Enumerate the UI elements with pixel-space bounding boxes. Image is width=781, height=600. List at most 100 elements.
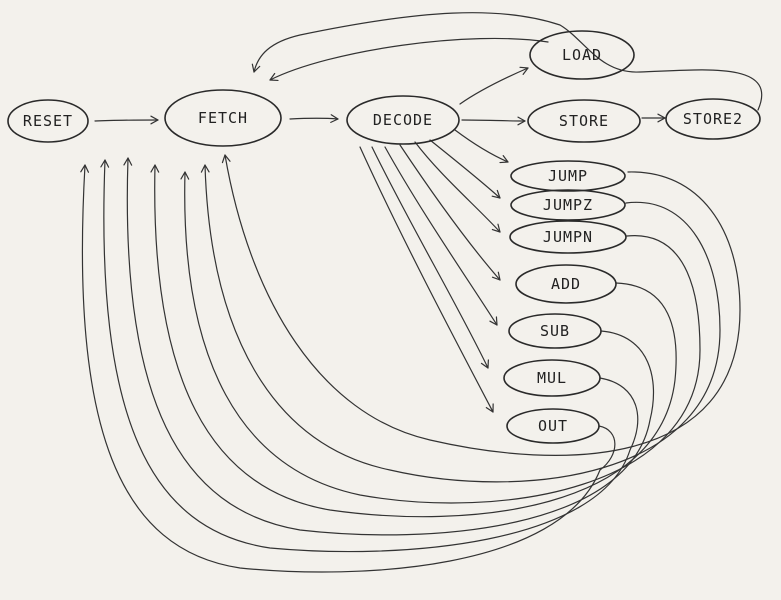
node-ellipse — [527, 99, 641, 143]
node-sub: SUB — [508, 313, 602, 349]
node-reset: RESET — [7, 99, 89, 143]
arrowhead-icon — [123, 157, 133, 166]
edge-jump-to-fetch — [221, 154, 741, 456]
node-label: OUT — [538, 417, 568, 435]
arrowhead-icon — [221, 154, 231, 164]
node-label: ADD — [551, 275, 581, 293]
node-ellipse — [509, 220, 627, 254]
arrowhead-icon — [499, 154, 509, 164]
node-label: FETCH — [198, 109, 248, 127]
edge-decode-to-jumpz — [429, 139, 501, 199]
node-jumpn: JUMPN — [509, 220, 627, 254]
edge-add-to-fetch — [150, 164, 677, 518]
edge-line — [126, 157, 655, 536]
edge-store-to-store2 — [641, 113, 666, 123]
node-label: MUL — [537, 369, 567, 387]
node-ellipse — [346, 95, 460, 145]
edge-line — [454, 129, 509, 163]
edge-line — [81, 164, 616, 573]
edge-store2-to-fetch — [251, 12, 763, 111]
edge-line — [269, 37, 549, 81]
arrowhead-icon — [180, 171, 190, 180]
node-label: STORE — [559, 112, 609, 130]
edge-decode-to-sub — [384, 146, 498, 326]
node-label: JUMPZ — [543, 196, 593, 214]
node-ellipse — [506, 408, 600, 444]
arrowhead-icon — [80, 164, 90, 173]
arrowhead-icon — [100, 159, 110, 168]
node-label: STORE2 — [683, 110, 743, 128]
node-store2: STORE2 — [665, 98, 761, 140]
node-ellipse — [529, 30, 635, 80]
edge-decode-to-store — [461, 116, 526, 126]
arrowhead-icon — [480, 359, 489, 369]
node-ellipse — [7, 99, 89, 143]
node-jumpz: JUMPZ — [510, 189, 626, 221]
node-label: JUMPN — [543, 228, 593, 246]
node-ellipse — [510, 160, 626, 192]
node-mul: MUL — [503, 359, 601, 397]
arrowhead-icon — [491, 223, 501, 233]
edge-jumpz-to-fetch — [200, 164, 721, 483]
arrowhead-icon — [489, 316, 498, 326]
node-jump: JUMP — [510, 160, 626, 192]
edge-line — [224, 154, 741, 456]
edge-mul-to-fetch — [100, 159, 639, 553]
node-label: JUMP — [548, 167, 588, 185]
arrowhead-icon — [150, 115, 159, 125]
edge-reset-to-fetch — [94, 115, 159, 125]
edge-sub-to-fetch — [123, 157, 655, 536]
arrowhead-icon — [491, 189, 501, 199]
arrowhead-icon — [269, 72, 279, 82]
edges-layer — [80, 12, 763, 573]
node-ellipse — [665, 98, 761, 140]
edge-load-to-fetch — [269, 37, 549, 82]
edge-line — [371, 146, 489, 369]
edge-decode-to-mul — [371, 146, 489, 369]
arrowhead-icon — [251, 63, 261, 73]
node-ellipse — [508, 313, 602, 349]
edge-decode-to-jumpn — [414, 141, 501, 233]
node-load: LOAD — [529, 30, 635, 80]
node-out: OUT — [506, 408, 600, 444]
arrowhead-icon — [485, 403, 494, 413]
node-label: SUB — [540, 322, 570, 340]
edge-line — [103, 159, 639, 553]
edge-line — [459, 67, 529, 105]
edge-fetch-to-decode — [289, 114, 339, 123]
edge-decode-to-out — [359, 146, 494, 413]
edge-decode-to-jump — [454, 129, 509, 164]
arrowhead-icon — [200, 164, 210, 173]
edge-line — [253, 12, 763, 111]
edge-line — [204, 164, 721, 483]
node-fetch: FETCH — [164, 89, 282, 147]
arrowhead-icon — [657, 113, 666, 123]
arrowhead-icon — [150, 164, 160, 173]
edge-line — [429, 139, 501, 199]
arrowhead-icon — [491, 271, 501, 281]
edge-line — [184, 171, 701, 504]
arrowhead-icon — [330, 114, 339, 123]
node-label: DECODE — [373, 111, 433, 129]
node-label: RESET — [23, 112, 73, 130]
node-ellipse — [515, 264, 617, 304]
edge-out-to-fetch — [80, 164, 616, 573]
node-store: STORE — [527, 99, 641, 143]
node-ellipse — [510, 189, 626, 221]
node-add: ADD — [515, 264, 617, 304]
edge-line — [359, 146, 494, 413]
edge-line — [384, 146, 498, 326]
node-label: LOAD — [562, 46, 602, 64]
edge-line — [154, 164, 677, 518]
node-decode: DECODE — [346, 95, 460, 145]
edge-line — [399, 144, 501, 281]
edge-line — [94, 119, 159, 122]
arrowhead-icon — [519, 66, 529, 75]
arrowhead-icon — [517, 116, 526, 126]
node-ellipse — [164, 89, 282, 147]
edge-line — [289, 117, 339, 120]
edge-jumpn-to-fetch — [180, 171, 701, 504]
edge-line — [461, 119, 526, 122]
